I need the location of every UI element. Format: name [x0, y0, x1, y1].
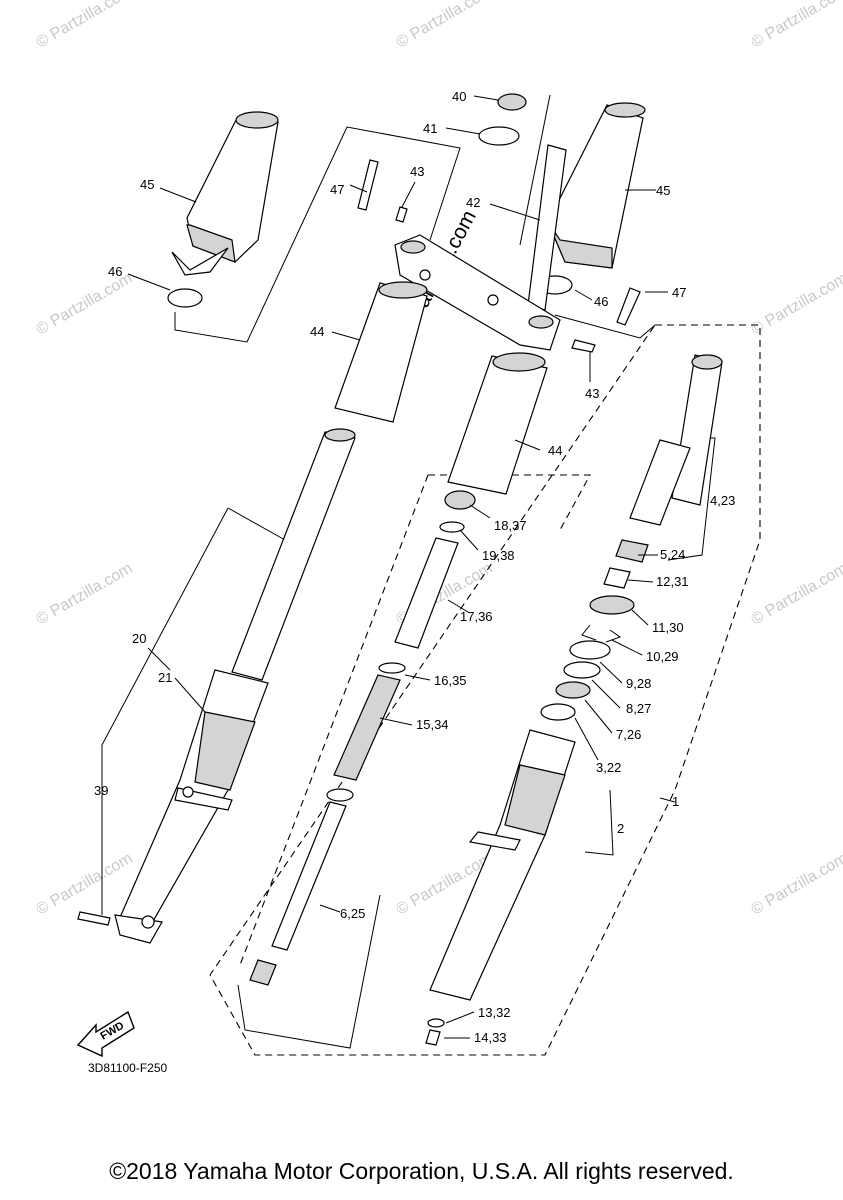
callout-8-27: 8,27	[626, 701, 651, 716]
watermark: © Partzilla.com	[749, 0, 843, 51]
callout-39: 39	[94, 783, 108, 798]
steering-stem	[394, 144, 567, 351]
callout-15-34: 15,34	[416, 717, 449, 732]
copyright-notice: ©2018 Yamaha Motor Corporation, U.S.A. A…	[109, 1158, 734, 1184]
callout-44: 44	[548, 443, 562, 458]
callout-41: 41	[423, 121, 437, 136]
ring-41	[478, 126, 520, 146]
callout-43: 43	[585, 386, 599, 401]
damper-parts	[249, 490, 476, 986]
bracket-20-top	[227, 507, 286, 541]
callout-47: 47	[672, 285, 686, 300]
fwd-arrow: FWD	[76, 1010, 135, 1058]
ring-40	[497, 93, 527, 111]
fork-cover-left	[171, 111, 279, 276]
bolt-14	[425, 1029, 441, 1046]
callout-40: 40	[452, 89, 466, 104]
bolt-47-left	[357, 159, 379, 211]
watermark: © Partzilla.com	[34, 0, 136, 51]
outer-tube-2	[429, 729, 576, 1001]
callout-16-35: 16,35	[434, 673, 467, 688]
fwd-arrow-icon	[76, 1010, 135, 1058]
inner-tube-4-upper	[671, 354, 723, 506]
bolt-43-top	[395, 206, 408, 223]
callout-labels: 40 41 42 43 43 44 44 45 45 46 46 47 47 1…	[94, 89, 735, 1045]
bushing-7	[555, 681, 591, 699]
callout-47: 47	[330, 182, 344, 197]
bolts	[357, 159, 641, 353]
callout-13-32: 13,32	[478, 1005, 511, 1020]
callout-20: 20	[132, 631, 146, 646]
washer-16	[378, 662, 406, 674]
callout-10-29: 10,29	[646, 649, 679, 664]
callout-18-37: 18,37	[494, 518, 527, 533]
callout-45: 45	[656, 183, 670, 198]
callout-42: 42	[466, 195, 480, 210]
tube-44-right	[447, 355, 548, 495]
bracket-stem	[519, 94, 551, 246]
cap-bolt-18	[444, 490, 476, 510]
watermark: © Partzilla.com	[749, 850, 843, 919]
watermark: © Partzilla.com	[749, 560, 843, 629]
bracket-lines	[101, 94, 716, 1049]
bracket-2	[584, 789, 614, 856]
tube-44-left	[334, 282, 428, 423]
spacer-17	[394, 537, 459, 649]
leader-lines	[127, 95, 676, 1039]
bushing-5	[615, 539, 649, 563]
watermark: © Partzilla.com	[34, 270, 136, 339]
inner-assembly-outline-left	[239, 474, 429, 966]
inner-tube-4-lower	[629, 439, 691, 526]
bracket-20-left	[101, 507, 229, 915]
bushing-12	[603, 567, 631, 589]
fork-left	[77, 428, 356, 944]
callout-12-31: 12,31	[656, 574, 689, 589]
bolt-43-bottom	[571, 339, 596, 353]
callout-9-28: 9,28	[626, 676, 651, 691]
catalog-code: 3D81100-F250	[88, 1061, 167, 1075]
callout-46: 46	[594, 294, 608, 309]
watermark: © Partzilla.com	[34, 560, 136, 629]
callout-3-22: 3,22	[596, 760, 621, 775]
bracket-right	[554, 314, 656, 339]
watermark: © Partzilla.com	[394, 0, 496, 51]
callout-11-30: 11,30	[652, 620, 684, 635]
fork-tubes	[334, 281, 548, 495]
oring-19	[439, 521, 465, 533]
dust-seal-3	[540, 703, 576, 721]
callout-5-24: 5,24	[660, 547, 685, 562]
ring-46-left	[167, 288, 203, 308]
callout-21: 21	[158, 670, 172, 685]
callout-44: 44	[310, 324, 324, 339]
callout-19-38: 19,38	[482, 548, 515, 563]
callout-46: 46	[108, 264, 122, 279]
spring-15	[333, 674, 401, 781]
inner-tube-20	[231, 431, 356, 681]
fork-right	[425, 354, 723, 1046]
callout-43: 43	[410, 164, 424, 179]
watermark: © Partzilla.com	[34, 850, 136, 919]
callout-7-26: 7,26	[616, 727, 641, 742]
bolt-47-right	[616, 287, 641, 326]
bracket-6	[237, 894, 381, 1049]
callout-14-33: 14,33	[474, 1030, 507, 1045]
bracket-top-left	[174, 126, 461, 343]
callout-45: 45	[140, 177, 154, 192]
washer-13	[427, 1018, 445, 1028]
seal-9	[569, 640, 611, 660]
washer-8	[563, 661, 601, 679]
callout-6-25: 6,25	[340, 906, 365, 921]
damper-rod-6	[271, 801, 347, 951]
callout-1: 1	[672, 794, 679, 809]
bolt-39	[77, 911, 111, 926]
callout-4-23: 4,23	[710, 493, 735, 508]
watermark: © Partzilla.com	[749, 270, 843, 339]
callout-2: 2	[617, 821, 624, 836]
callout-17-36: 17,36	[460, 609, 493, 624]
clip-10	[581, 624, 622, 643]
fork-cover-right	[547, 102, 646, 269]
washer-11	[589, 595, 635, 615]
watermarks: © Partzilla.com © Partzilla.com © Partzi…	[34, 0, 843, 918]
